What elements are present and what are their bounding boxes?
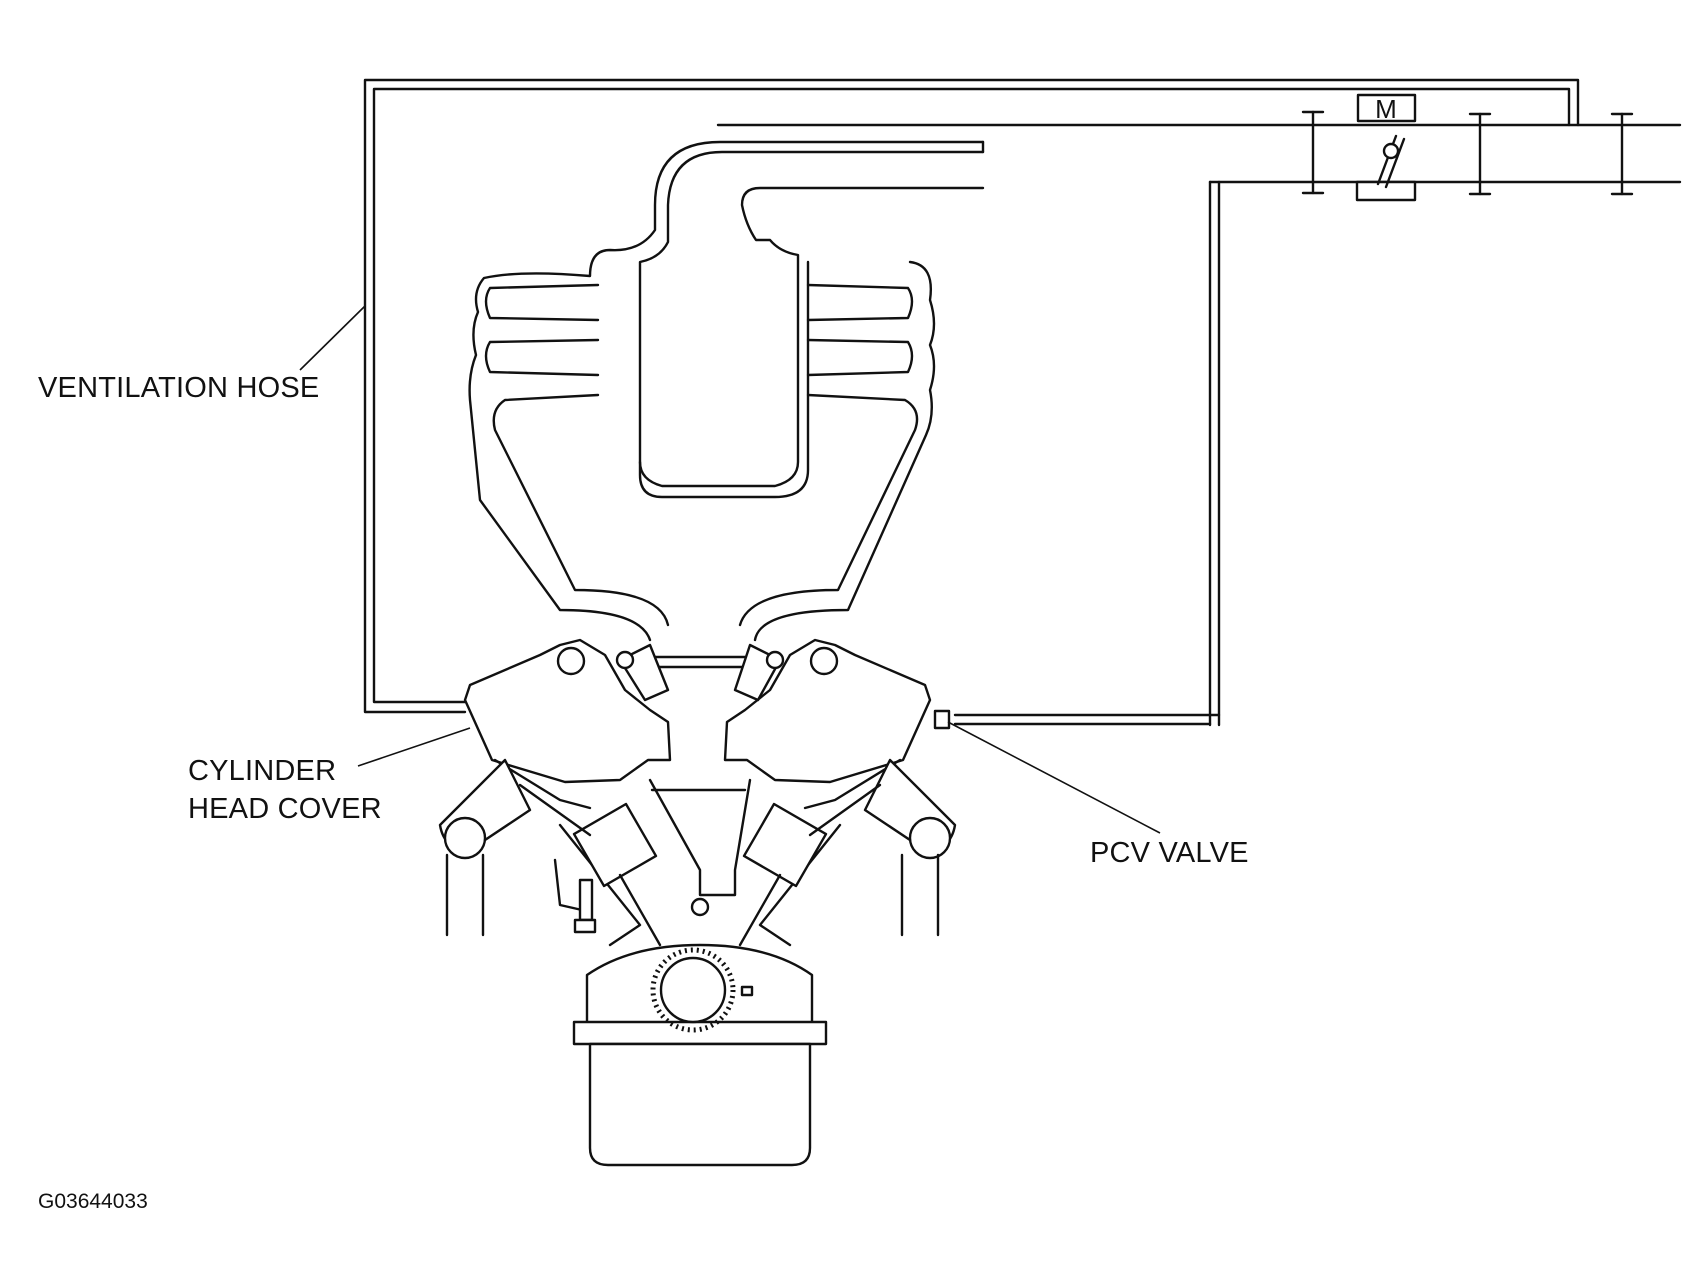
throttle-body: M: [1355, 93, 1417, 202]
ventilation-hose: [363, 78, 1580, 714]
fuel-injectors: [615, 643, 785, 702]
oil-pan: [588, 1042, 812, 1167]
figure-id: G03644033: [38, 1190, 148, 1213]
duct-clamp: [1610, 112, 1634, 196]
intake-manifold: [468, 140, 985, 642]
pcv-valve: [933, 709, 951, 730]
label-cylinder-head-cover-line1: CYLINDER: [188, 755, 337, 787]
leader-ventilation-hose: [299, 305, 366, 371]
label-cylinder-head-cover-line2: HEAD COVER: [188, 793, 382, 825]
duct-clamp: [1468, 112, 1492, 196]
left-cylinder-head: [438, 638, 672, 860]
label-ventilation-hose: VENTILATION HOSE: [38, 372, 320, 404]
engine-side-walls: [445, 853, 940, 937]
engine-block: [518, 778, 882, 947]
leader-cylinder-head-cover: [357, 727, 471, 767]
crankcase: [572, 943, 828, 1046]
label-pcv-valve: PCV VALVE: [1090, 837, 1249, 869]
motor-symbol: M: [1375, 94, 1397, 124]
intake-air-duct: [716, 110, 1682, 727]
right-cylinder-head: [723, 638, 957, 860]
knock-sensor: [553, 858, 597, 934]
leader-pcv-valve: [947, 721, 1161, 834]
duct-clamp: [1301, 110, 1325, 195]
leader-lines: [299, 305, 1161, 834]
